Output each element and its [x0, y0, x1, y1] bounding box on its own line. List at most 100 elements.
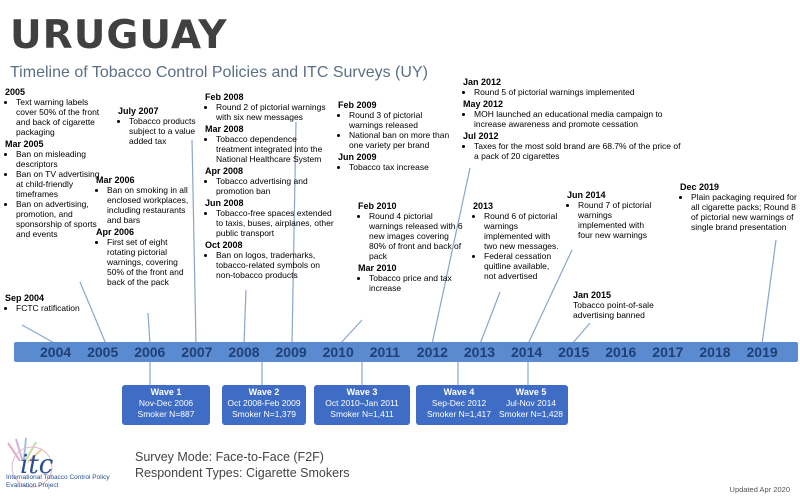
event-item: Round 2 of pictorial warnings with six n…	[216, 102, 335, 122]
event-date: 2005	[5, 87, 26, 97]
event-date: Apr 2006	[96, 227, 135, 237]
event-block-2013: 2013 Round 6 of pictorial warnings imple…	[473, 201, 561, 283]
event-date: Apr 2008	[205, 166, 244, 176]
event-date: Mar 2006	[96, 175, 135, 185]
itc-logo: itc	[7, 437, 54, 488]
event-item: Round 4 pictorial warnings released with…	[369, 211, 468, 261]
event-date: Feb 2010	[358, 201, 397, 211]
event-block-2014: Jun 2014 Round 7 of pictorial warnings i…	[567, 190, 657, 242]
event-item: Tobacco dependence treatment integrated …	[216, 134, 335, 164]
event-date: Dec 2019	[680, 182, 720, 192]
year-label-2017: 2017	[652, 344, 684, 360]
year-label-2014: 2014	[511, 344, 543, 360]
event-date: July 2007	[118, 106, 159, 116]
wave-name: Wave 5	[515, 387, 547, 397]
event-block-2012: Jan 2012 Round 5 of pictorial warnings i…	[463, 77, 681, 163]
wave-1-box: Wave 1 Nov-Dec 2006 Smoker N=887	[122, 385, 210, 425]
event-date: Jan 2012	[463, 77, 502, 87]
event-item: National ban on more than one variety pe…	[349, 130, 456, 150]
event-item: Ban on advertising, promotion, and spons…	[16, 199, 108, 239]
connector-2019	[761, 239, 777, 345]
wave-sample: Smoker N=1,417	[426, 409, 492, 419]
event-item: Text warning labels cover 50% of the fro…	[16, 97, 108, 137]
connector-2005	[79, 281, 107, 345]
event-block-2008: Feb 2008 Round 2 of pictorial warnings w…	[205, 92, 335, 282]
event-item: Tobacco price and tax increase	[369, 273, 468, 293]
year-label-2012: 2012	[416, 344, 448, 360]
timeline-bar	[14, 342, 798, 362]
wave-name: Wave 1	[150, 387, 182, 397]
connector-2013	[479, 291, 501, 345]
event-item: Ban on smoking in all enclosed workplace…	[107, 185, 196, 225]
event-item: Tobacco tax increase	[349, 162, 456, 172]
event-date: Mar 2005	[5, 139, 44, 149]
event-date: Sep 2004	[5, 293, 45, 303]
event-item: Round 3 of pictorial warnings released	[349, 110, 456, 130]
event-block-2010: Feb 2010 Round 4 pictorial warnings rele…	[358, 201, 468, 295]
year-label-2010: 2010	[322, 344, 354, 360]
year-label-2016: 2016	[605, 344, 637, 360]
event-item: Tobacco advertising and promotion ban	[216, 176, 335, 196]
connector-2014	[527, 249, 573, 345]
event-date: Feb 2008	[205, 92, 244, 102]
event-date: Jun 2009	[338, 152, 377, 162]
year-label-2015: 2015	[558, 344, 590, 360]
wave-name: Wave 4	[443, 387, 475, 397]
event-block-2005: 2005 Text warning labels cover 50% of th…	[5, 87, 108, 241]
respondent-types-value: Cigarette Smokers	[245, 466, 350, 480]
event-date: 2013	[473, 201, 494, 211]
survey-mode-label: Survey Mode:	[135, 450, 216, 464]
year-label-2018: 2018	[699, 344, 731, 360]
event-item: MOH launched an educational media campai…	[474, 109, 681, 129]
event-block-2019: Dec 2019 Plain packaging required for al…	[680, 182, 798, 234]
event-item: Plain packaging required for all cigaret…	[691, 192, 798, 232]
event-date: Jun 2014	[567, 190, 606, 200]
wave-name: Wave 3	[346, 387, 378, 397]
event-date: Mar 2010	[358, 263, 397, 273]
year-label-2008: 2008	[228, 344, 260, 360]
event-date: Oct 2008	[205, 240, 243, 250]
wave-3-box: Wave 3 Oct 2010–Jan 2011 Smoker N=1,411	[314, 385, 410, 425]
wave-sample: Smoker N=1,379	[231, 409, 297, 419]
event-block-2009: Feb 2009 Round 3 of pictorial warnings r…	[338, 100, 456, 174]
event-date: Mar 2008	[205, 124, 244, 134]
event-item: Round 5 of pictorial warnings implemente…	[474, 87, 681, 97]
event-date: Jun 2008	[205, 198, 244, 208]
event-item: Federal cessation quitline available, no…	[484, 251, 561, 281]
event-item: Ban on misleading descriptors	[16, 149, 108, 169]
wave-name: Wave 2	[248, 387, 280, 397]
event-date: Jul 2012	[463, 131, 499, 141]
event-item: FCTC ratification	[16, 303, 85, 313]
year-label-2019: 2019	[746, 344, 778, 360]
survey-mode-value: Face-to-Face (F2F)	[215, 450, 324, 464]
year-label-2005: 2005	[87, 344, 119, 360]
logo-org-name: International Tobacco Control Policy Eva…	[6, 474, 110, 489]
event-block-2015: Jan 2015 Tobacco point-of-sale advertisi…	[573, 290, 678, 322]
event-item: Tobacco-free spaces extended to taxis, b…	[216, 208, 335, 238]
year-label-2004: 2004	[40, 344, 72, 360]
year-label-2013: 2013	[463, 344, 496, 360]
event-item: Round 6 of pictorial warnings implemente…	[484, 211, 561, 251]
event-item: Round 7 of pictorial warnings implemente…	[578, 200, 657, 240]
year-label-2009: 2009	[275, 344, 307, 360]
connector-2015	[571, 322, 591, 345]
event-item: Ban on TV advertising at child-friendly …	[16, 169, 108, 199]
wave-dates: Nov-Dec 2006	[138, 398, 194, 408]
year-label-2006: 2006	[134, 344, 166, 360]
event-block-2006: Mar 2006 Ban on smoking in all enclosed …	[96, 175, 196, 289]
wave-sample: Smoker N=887	[137, 409, 195, 419]
wave-dates: Jul-Nov 2014	[505, 398, 557, 408]
year-label-2011: 2011	[369, 344, 401, 360]
wave-dates: Oct 2008-Feb 2009	[227, 398, 301, 408]
wave-dates: Oct 2010–Jan 2011	[325, 398, 399, 408]
page-title: URUGUAY	[10, 13, 228, 58]
wave-2-box: Wave 2 Oct 2008-Feb 2009 Smoker N=1,379	[222, 385, 306, 425]
event-date: Jan 2015	[573, 290, 612, 300]
page-subtitle: Timeline of Tobacco Control Policies and…	[10, 64, 428, 81]
logo-mark: itc	[20, 450, 54, 480]
event-date: May 2012	[463, 99, 504, 109]
wave-5-box: Wave 5 Jul-Nov 2014 Smoker N=1,428	[494, 385, 568, 425]
connector-2010	[339, 319, 363, 345]
